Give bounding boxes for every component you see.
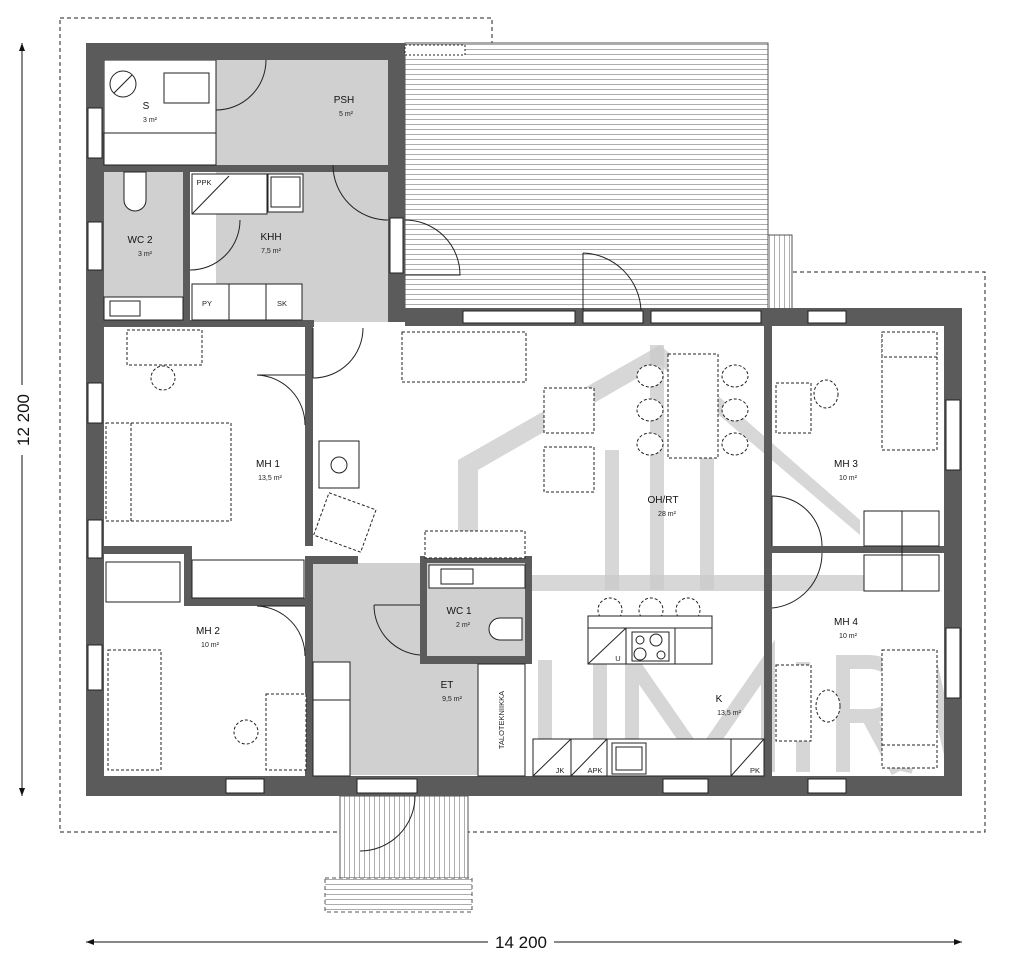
windows (87, 44, 961, 794)
fixture-u: U (615, 654, 620, 663)
room-s-area: 3 m² (143, 117, 158, 124)
fixture-ppk: PPK (196, 178, 211, 187)
fixture-labels: PPK PY SK U JK APK PK (196, 178, 760, 775)
room-wc1-area: 2 m² (456, 622, 471, 629)
room-wc2-area: 3 m² (138, 251, 153, 258)
dimension-height: 12 200 (12, 43, 33, 796)
porch-steps (324, 877, 473, 913)
room-ohrt-area: 28 m² (658, 511, 677, 518)
room-wc2-name: WC 2 (128, 235, 153, 246)
fixture-apk: APK (587, 766, 602, 775)
room-taloteknikka-label: TALOTEKNIIKKA (497, 691, 506, 749)
terrace-deck (404, 42, 769, 311)
room-ohrt-name: OH/RT (648, 495, 679, 506)
room-psh-name: PSH (334, 95, 355, 106)
width-label: 14 200 (495, 933, 547, 952)
room-mh4-area: 10 m² (839, 633, 858, 640)
room-s-name: S (143, 101, 150, 112)
room-et-name: ET (441, 680, 454, 691)
room-khh-area: 7,5 m² (261, 248, 282, 255)
fixture-sk: SK (277, 299, 287, 308)
porch-deck (339, 795, 469, 879)
furniture (103, 70, 940, 777)
inner-walls (104, 165, 944, 776)
height-label: 12 200 (14, 394, 33, 446)
room-mh2-name: MH 2 (196, 626, 220, 637)
fixture-pk: PK (750, 766, 760, 775)
room-k-name: K (716, 694, 723, 705)
room-k-area: 13,5 m² (717, 710, 741, 717)
room-labels: S 3 m² PSH 5 m² WC 2 3 m² KHH 7,5 m² MH … (128, 95, 859, 749)
room-mh1-name: MH 1 (256, 459, 280, 470)
terrace-steps (767, 234, 793, 311)
room-mh2-area: 10 m² (201, 642, 220, 649)
fixture-py: PY (202, 299, 212, 308)
room-khh-name: KHH (260, 232, 281, 243)
room-et-area: 9,5 m² (442, 696, 463, 703)
room-mh3-name: MH 3 (834, 459, 858, 470)
doors (189, 59, 823, 852)
room-mh4-name: MH 4 (834, 617, 858, 628)
room-mh3-area: 10 m² (839, 475, 858, 482)
dimension-width: 14 200 (86, 932, 962, 952)
room-psh-area: 5 m² (339, 111, 354, 118)
room-wc1-name: WC 1 (447, 606, 472, 617)
room-mh1-area: 13,5 m² (258, 475, 282, 482)
roof-outline (59, 17, 986, 833)
fixture-jk: JK (556, 766, 565, 775)
